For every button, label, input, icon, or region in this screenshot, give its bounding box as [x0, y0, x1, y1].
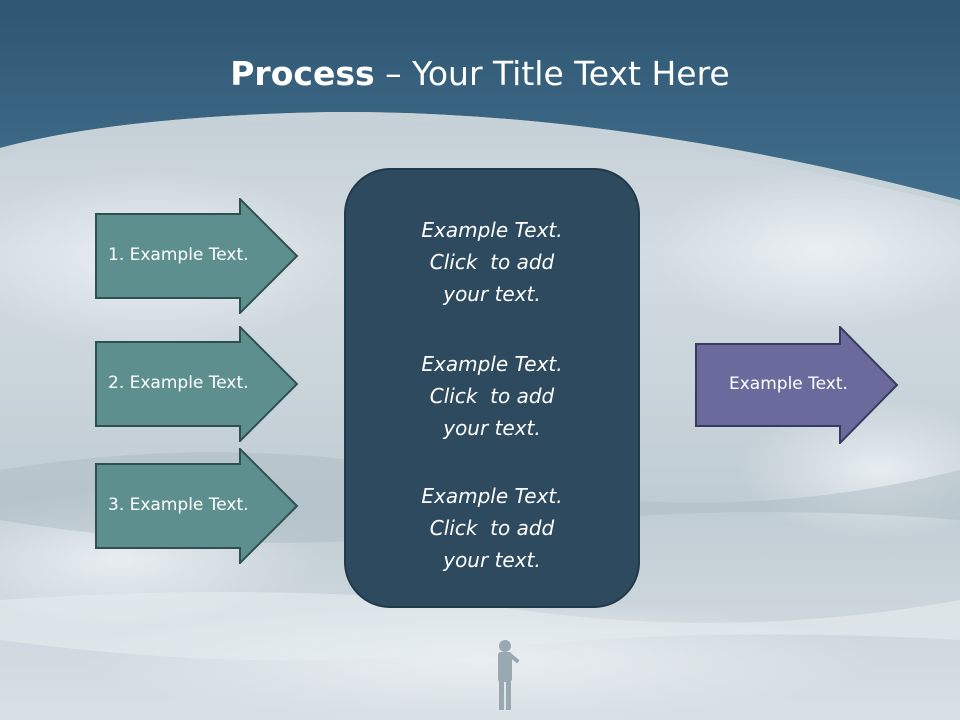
- process-text-line: your text.: [443, 416, 541, 440]
- process-text-line: your text.: [443, 548, 541, 572]
- right-arrow-shape-icon: [95, 448, 299, 564]
- right-arrow-shape-icon: [95, 326, 299, 442]
- process-text-line: Example Text.: [421, 484, 563, 508]
- input-arrow-1[interactable]: 1. Example Text.: [95, 198, 299, 314]
- process-text-line: Example Text.: [421, 352, 563, 376]
- process-box[interactable]: Example Text. Click to add your text. Ex…: [344, 168, 640, 608]
- right-arrow-shape-icon: [695, 326, 899, 444]
- title-bold-part: Process: [230, 54, 375, 93]
- input-arrow-2[interactable]: 2. Example Text.: [95, 326, 299, 442]
- output-arrow-label: Example Text.: [729, 374, 848, 394]
- process-text-line: Example Text.: [421, 218, 563, 242]
- process-text-line: Click to add: [429, 516, 555, 540]
- person-figure-icon: [498, 640, 520, 710]
- right-arrow-shape-icon: [95, 198, 299, 314]
- title-rest-part: – Your Title Text Here: [374, 54, 730, 93]
- process-text-block-2[interactable]: Example Text. Click to add your text.: [346, 348, 638, 444]
- slide-title: Process – Your Title Text Here: [0, 52, 960, 96]
- input-arrow-label: 2. Example Text.: [108, 373, 249, 393]
- process-text-line: your text.: [443, 282, 541, 306]
- process-text-line: Click to add: [429, 250, 555, 274]
- input-arrow-label: 3. Example Text.: [108, 495, 249, 515]
- input-arrow-3[interactable]: 3. Example Text.: [95, 448, 299, 564]
- output-arrow[interactable]: Example Text.: [695, 326, 899, 444]
- process-text-block-1[interactable]: Example Text. Click to add your text.: [346, 214, 638, 310]
- process-text-line: Click to add: [429, 384, 555, 408]
- process-text-block-3[interactable]: Example Text. Click to add your text.: [346, 480, 638, 576]
- input-arrow-label: 1. Example Text.: [108, 245, 249, 265]
